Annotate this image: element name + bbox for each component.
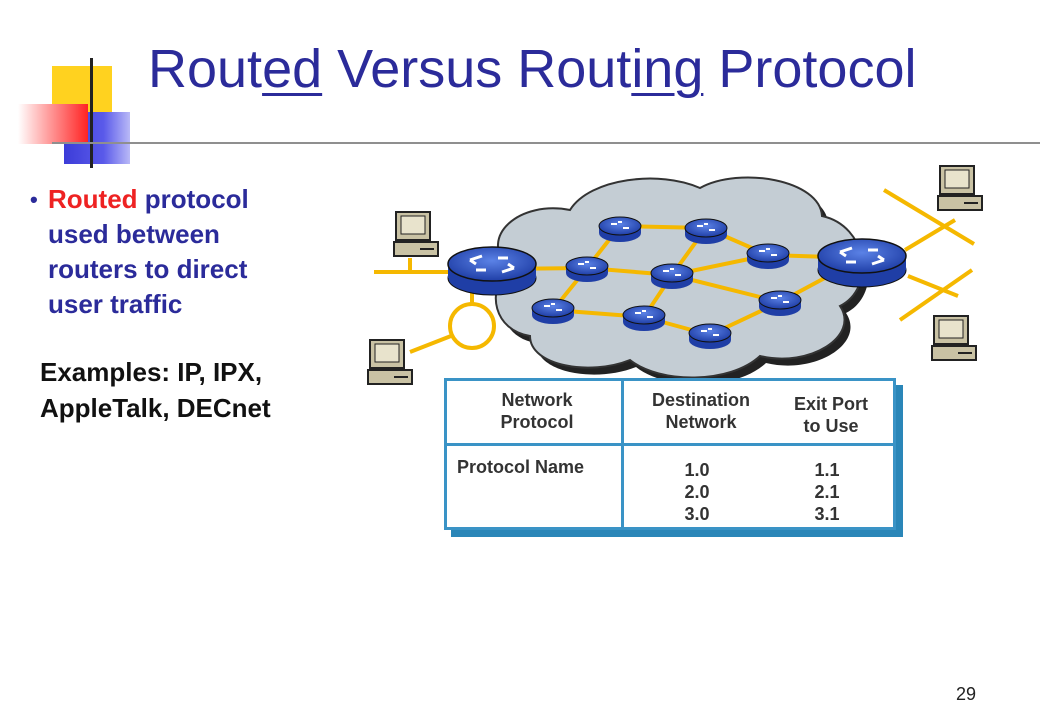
page-number: 29	[956, 684, 977, 704]
ring-pc-link	[409, 334, 452, 354]
router-icon	[565, 256, 609, 282]
destination-network-column: 1.0 2.0 3.0	[647, 459, 747, 525]
bullet-line-1: Routed protocol	[48, 182, 330, 217]
token-ring	[448, 302, 496, 350]
title-part: Versus Rout	[322, 39, 632, 99]
small-routers	[531, 216, 802, 349]
bullet-line-1-rest: protocol	[137, 184, 249, 214]
serial-link-bottom	[907, 274, 959, 298]
decor-vertical-line	[90, 58, 93, 168]
router-icon	[531, 298, 575, 324]
router-icon	[622, 305, 666, 331]
title-underline-rule	[52, 142, 1040, 144]
examples-line-1: Examples: IP, IPX,	[40, 357, 263, 387]
destination-value: 2.0	[684, 482, 710, 502]
destination-value: 1.0	[684, 460, 710, 480]
table-header-line: Network	[665, 412, 737, 432]
title-part: Protocol	[703, 39, 917, 99]
router-icon	[598, 216, 642, 242]
serial-link-top	[903, 218, 957, 252]
exit-port-column: 1.1 2.1 3.1	[777, 459, 877, 525]
bullet-text: Routed protocol used between routers to …	[48, 182, 330, 322]
computer-icon	[931, 315, 977, 361]
bullet-dot-icon: •	[30, 187, 38, 212]
examples-line-2: AppleTalk, DECnet	[40, 393, 271, 423]
edge-router-right-icon	[817, 238, 907, 288]
slide-title: Routed Versus Routing Protocol	[148, 38, 916, 100]
exit-port-value: 1.1	[814, 460, 840, 480]
lan-links	[374, 188, 976, 354]
title-part: Rout	[148, 39, 263, 99]
router-icon	[688, 323, 732, 349]
routed-highlight: Routed	[48, 184, 138, 214]
router-icon	[758, 290, 802, 316]
exit-port-value: 2.1	[814, 482, 840, 502]
bullet-line-4: user traffic	[48, 289, 183, 319]
router-icon	[684, 218, 728, 244]
table-header-line: to Use	[803, 416, 859, 436]
title-underlined-ed: ed	[262, 39, 323, 99]
exit-port-value: 3.1	[814, 504, 840, 524]
table-header-line: Destination	[651, 390, 750, 410]
title-underlined-ing: ing	[631, 39, 704, 99]
destination-value: 3.0	[684, 504, 710, 524]
decor-red-gradient	[18, 104, 88, 144]
edge-router-left-icon	[447, 246, 537, 296]
table-header-line: Exit Port	[793, 394, 868, 414]
table-header-line: Network	[501, 390, 573, 410]
lan-segment-top	[882, 188, 976, 246]
computer-icon	[937, 165, 983, 211]
protocol-name-cell: Protocol Name	[457, 457, 585, 477]
table-header-line: Protocol	[500, 412, 574, 432]
lan-segment-bottom	[898, 268, 974, 322]
bullet-line-2: used between	[48, 219, 220, 249]
table-header-divider	[447, 443, 893, 446]
computer-icon	[393, 211, 439, 257]
router-icon	[650, 263, 694, 289]
examples-text: Examples: IP, IPX, AppleTalk, DECnet	[40, 354, 340, 426]
router-icon	[746, 243, 790, 269]
routed-protocol-bullet: • Routed protocol used between routers t…	[30, 182, 330, 322]
table-column-divider	[621, 381, 624, 529]
computer-icon	[367, 339, 413, 385]
bullet-line-3: routers to direct	[48, 254, 248, 284]
